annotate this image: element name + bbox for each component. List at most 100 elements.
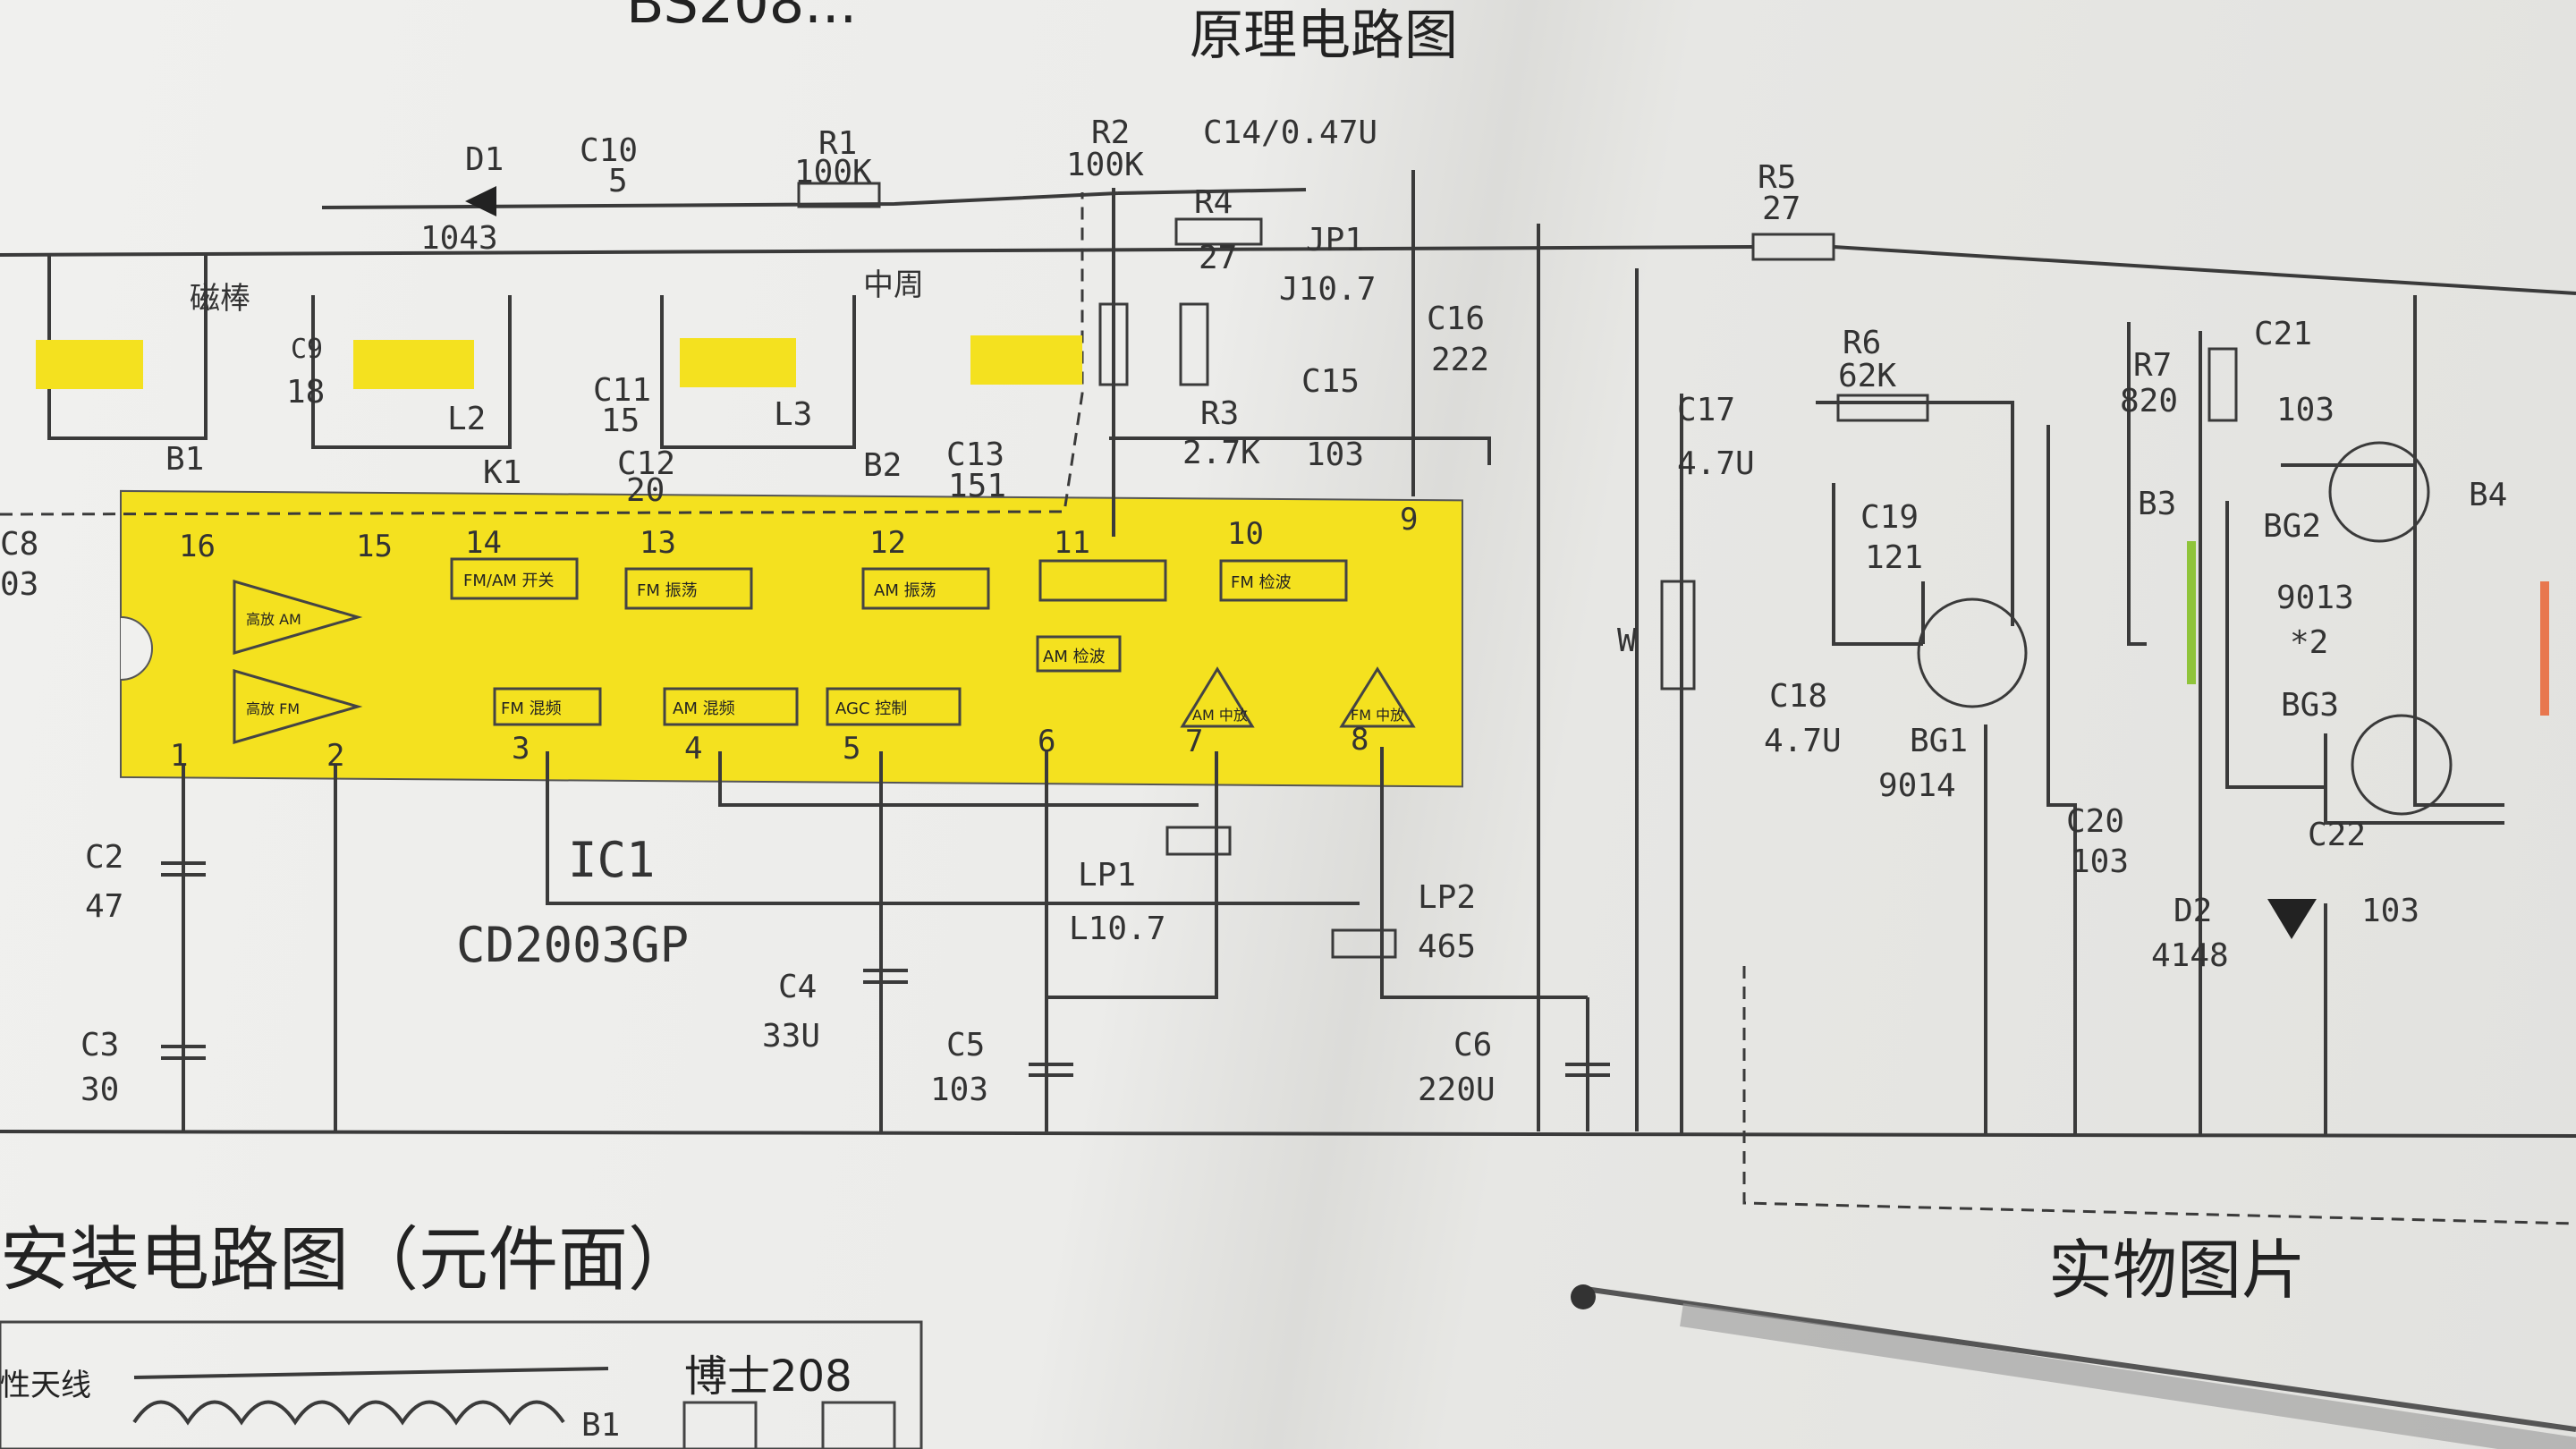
label-c15-val: 103 xyxy=(1306,436,1364,473)
label-9013: 9013 xyxy=(2276,580,2354,616)
label-c21: C21 xyxy=(2254,316,2312,352)
label-d2: D2 xyxy=(2174,893,2212,929)
antenna-coil xyxy=(132,1367,609,1426)
label-bg2: BG2 xyxy=(2263,508,2321,545)
label-b4: B4 xyxy=(2469,477,2507,513)
b3-core xyxy=(2187,541,2196,684)
var-cap-4 xyxy=(970,335,1082,385)
label-c16-val: 222 xyxy=(1431,342,1489,378)
fm-mixer-label: FM 混频 xyxy=(501,699,562,718)
label-bg3: BG3 xyxy=(2281,687,2339,724)
label-c19: C19 xyxy=(1860,499,1919,536)
label-c6-val: 220U xyxy=(1418,1072,1496,1108)
r1 xyxy=(797,182,881,208)
label-c11: C11 xyxy=(593,372,651,409)
pin-3: 3 xyxy=(512,731,530,767)
assembly-box xyxy=(0,1320,923,1449)
label-r3: R3 xyxy=(1200,395,1239,432)
r4 xyxy=(1174,217,1263,246)
pot-w xyxy=(1660,580,1696,691)
fm-detect-label: FM 检波 xyxy=(1231,573,1292,592)
label-l3: L3 xyxy=(774,396,812,433)
label-r2: R2 xyxy=(1091,114,1130,151)
label-c18: C18 xyxy=(1769,678,1827,715)
pin-7: 7 xyxy=(1185,724,1203,759)
label-jp1: JP1 xyxy=(1306,222,1364,258)
am-rf-amp-label: 高放 AM xyxy=(246,611,301,628)
label-c20-val: 103 xyxy=(2071,843,2129,880)
label-c14: C14/0.47U xyxy=(1203,114,1377,151)
pin-1: 1 xyxy=(170,738,188,774)
label-k1: K1 xyxy=(483,454,521,491)
pin-4: 4 xyxy=(684,731,702,767)
d2-diode xyxy=(2267,899,2317,939)
pin-5: 5 xyxy=(843,731,860,767)
label-c3-val: 30 xyxy=(80,1072,119,1108)
fm-if-amp-label: FM 中放 xyxy=(1351,707,1404,724)
label-b3: B3 xyxy=(2138,486,2176,522)
ic-internal-blocks: FM/AM 开关 FM 振荡 AM 振荡 FM 检波 AM 检波 FM 混频 A… xyxy=(233,557,1416,744)
page-title: 原理电路图 xyxy=(1190,4,1458,67)
label-d1: D1 xyxy=(465,141,504,178)
am-osc-label: AM 振荡 xyxy=(874,581,936,600)
r2 xyxy=(1098,302,1129,386)
ic-cd2003gp-block xyxy=(120,489,1463,788)
label-lp1: LP1 xyxy=(1078,857,1136,894)
label-c4: C4 xyxy=(778,969,817,1005)
photo-label: 实物图片 xyxy=(2048,1233,2306,1308)
lp2-filter xyxy=(1331,928,1397,959)
component-labels: D1 1043 C10 5 R1 100K R2 100K C14/0.47U … xyxy=(0,114,2507,1108)
label-d2-val: 4148 xyxy=(2151,937,2229,974)
pin-8: 8 xyxy=(1351,722,1368,758)
label-c10-val: 5 xyxy=(608,163,628,199)
label-r6: R6 xyxy=(1843,325,1881,361)
label-c8-val: 03 xyxy=(0,566,38,603)
label-ic1: IC1 xyxy=(568,832,656,888)
label-c5-val: 103 xyxy=(930,1072,988,1108)
label-c2-val: 47 xyxy=(85,888,123,925)
r5 xyxy=(1751,233,1835,261)
label-c5: C5 xyxy=(946,1027,985,1063)
label-bg1: BG1 xyxy=(1910,723,1968,759)
label-b1: B1 xyxy=(165,441,204,478)
fm-am-switch-label: FM/AM 开关 xyxy=(463,572,555,590)
label-c3: C3 xyxy=(80,1027,119,1063)
label-r1-val: 100K xyxy=(794,154,872,191)
label-cd2003gp: CD2003GP xyxy=(456,917,689,973)
antenna-label: 性天线 xyxy=(0,1368,91,1403)
model-label: 博士208 xyxy=(684,1352,852,1402)
d1-diode xyxy=(465,186,496,216)
r3 xyxy=(1179,302,1209,386)
label-r5-val: 27 xyxy=(1762,191,1801,227)
am-detect-label: AM 检波 xyxy=(1043,648,1106,666)
bg1-transistor xyxy=(1917,597,2028,708)
b4-core xyxy=(2540,581,2549,716)
bg3-transistor xyxy=(2351,714,2453,816)
label-c22-val: 103 xyxy=(2361,893,2419,929)
cut-title: BS208... xyxy=(626,0,857,36)
pin-12: 12 xyxy=(869,525,906,561)
label-c15: C15 xyxy=(1301,363,1360,400)
label-c21-val: 103 xyxy=(2276,392,2334,428)
label-c2: C2 xyxy=(85,839,123,876)
label-r3-val: 2.7K xyxy=(1182,435,1260,471)
label-x2: *2 xyxy=(2290,624,2328,661)
label-c9: C9 xyxy=(291,334,323,365)
label-lp1-val: L10.7 xyxy=(1069,911,1165,947)
label-c13-val: 151 xyxy=(948,468,1006,504)
label-c10: C10 xyxy=(580,132,638,169)
pin-15: 15 xyxy=(356,529,393,564)
pin-14: 14 xyxy=(465,525,502,561)
label-c9-val: 18 xyxy=(286,374,325,411)
label-w: W xyxy=(1617,623,1637,659)
label-c13: C13 xyxy=(946,436,1004,473)
var-cap-2 xyxy=(353,340,474,389)
label-c17-val: 4.7U xyxy=(1677,445,1755,482)
agc-control-label: AGC 控制 xyxy=(835,699,907,718)
label-c6: C6 xyxy=(1453,1027,1492,1063)
label-c4-val: 33U xyxy=(762,1018,820,1055)
label-r1: R1 xyxy=(818,125,857,162)
var-cap-3 xyxy=(680,338,796,387)
components xyxy=(36,182,2549,1077)
pin-11: 11 xyxy=(1054,525,1090,561)
